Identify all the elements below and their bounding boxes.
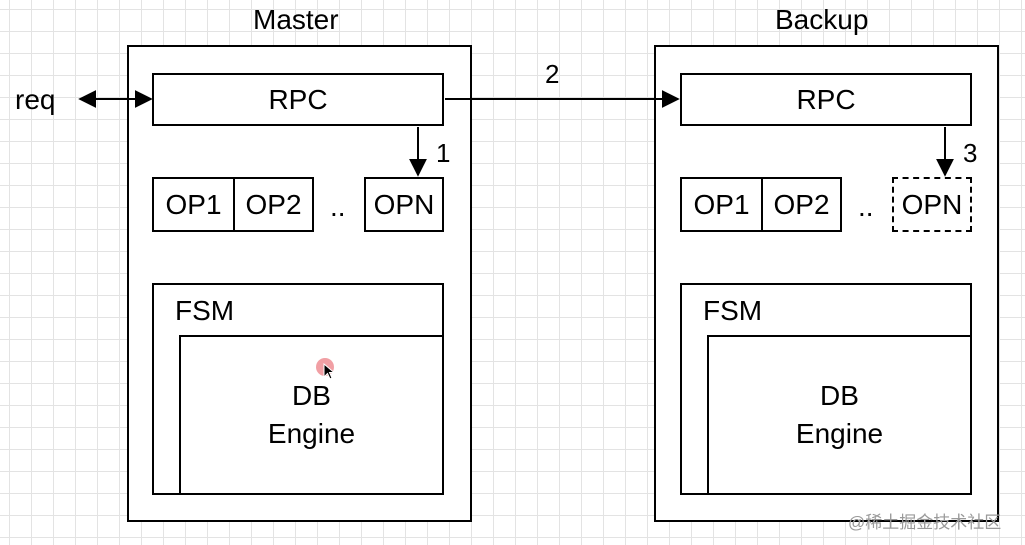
master-op2: OP2 — [233, 177, 314, 232]
backup-op1-label: OP1 — [693, 188, 750, 220]
master-opn: OPN — [364, 177, 444, 232]
step-2-label: 2 — [545, 59, 560, 89]
backup-opn-label: OPN — [901, 188, 963, 220]
backup-engine-line: Engine — [795, 418, 884, 449]
master-rpc-box: RPC — [152, 73, 444, 126]
backup-db-engine-box: DB Engine — [707, 335, 972, 495]
watermark: @稀土掘金技术社区 — [848, 513, 1002, 532]
backup-fsm-label: FSM — [703, 295, 763, 326]
master-db-line: DB — [292, 380, 331, 412]
master-op1-label: OP1 — [165, 188, 222, 220]
backup-db-line: DB — [820, 380, 859, 412]
req-label: req — [15, 84, 56, 115]
master-opn-label: OPN — [373, 188, 435, 220]
cursor-pointer-icon — [323, 363, 336, 380]
master-ellipsis: .. — [330, 191, 346, 222]
backup-opn-pending: OPN — [892, 177, 972, 232]
backup-rpc-label: RPC — [796, 83, 856, 115]
backup-ellipsis: .. — [858, 191, 874, 222]
backup-op2: OP2 — [761, 177, 842, 232]
master-op1: OP1 — [152, 177, 235, 232]
master-engine-line: Engine — [267, 418, 356, 449]
master-title: Master — [253, 4, 339, 35]
step-1-label: 1 — [436, 138, 451, 168]
master-rpc-label: RPC — [268, 83, 328, 115]
backup-title: Backup — [775, 4, 869, 35]
master-op2-label: OP2 — [245, 188, 302, 220]
backup-db-engine-label: DB Engine — [796, 377, 883, 453]
backup-op2-label: OP2 — [773, 188, 830, 220]
step-3-label: 3 — [963, 138, 978, 168]
backup-rpc-box: RPC — [680, 73, 972, 126]
master-db-engine-box: DB Engine — [179, 335, 444, 495]
master-db-engine-label: DB Engine — [268, 377, 355, 453]
master-fsm-label: FSM — [175, 295, 235, 326]
